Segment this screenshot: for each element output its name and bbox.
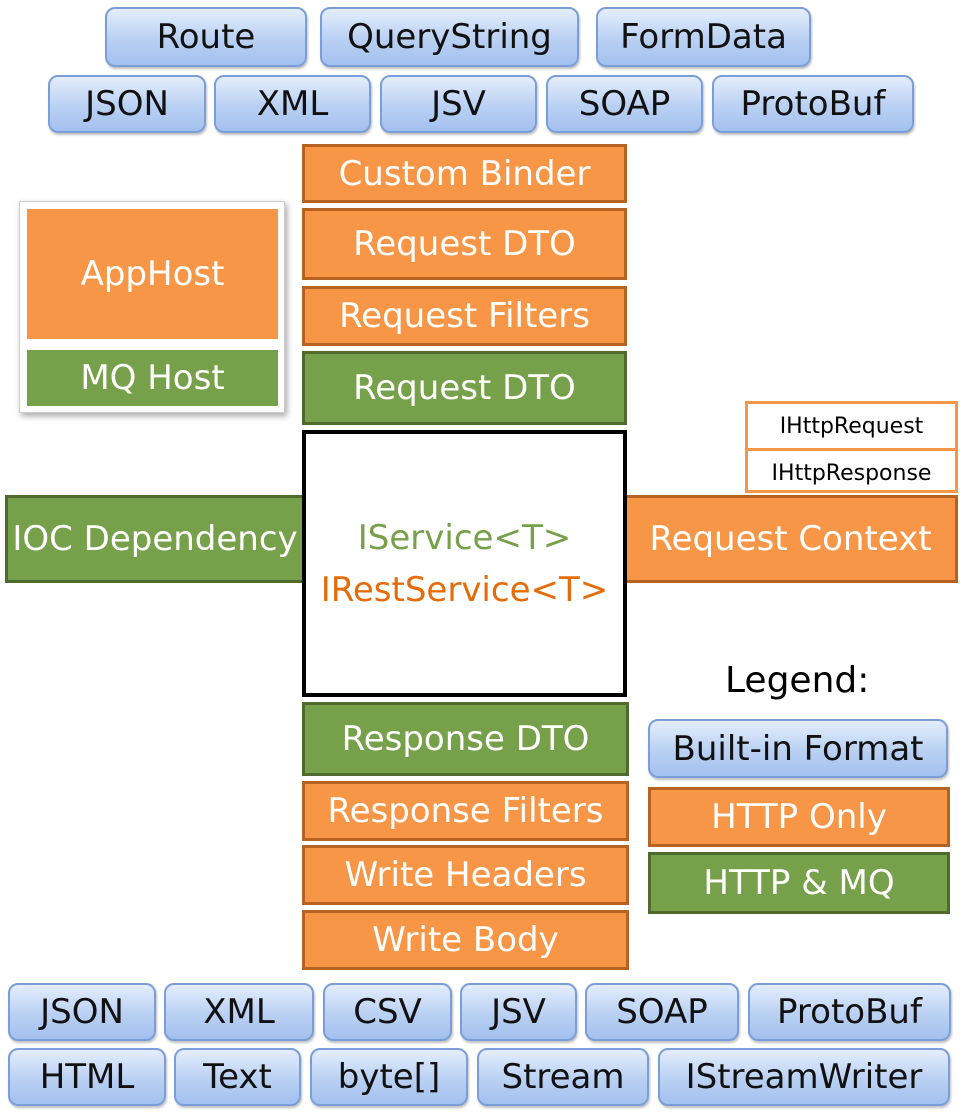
irestservice-label: IRestService<T> — [320, 569, 609, 610]
legend-built-in-format: Built-in Format — [648, 719, 948, 778]
output-format-jsv: JSV — [460, 983, 577, 1041]
mq-host: MQ Host — [27, 350, 278, 406]
app-host: AppHost — [27, 209, 278, 339]
output-format-csv: CSV — [323, 983, 452, 1041]
request-context-items: IHttpRequest IHttpResponse — [745, 401, 958, 493]
iservice-label: IService<T> — [357, 517, 572, 558]
ihttprequest: IHttpRequest — [779, 413, 924, 439]
custom-binder: Custom Binder — [302, 144, 627, 203]
ioc-dependency: IOC Dependency — [5, 495, 305, 583]
input-format-formdata: FormData — [596, 7, 811, 67]
input-format-route: Route — [105, 7, 307, 67]
output-format-stream: Stream — [477, 1048, 649, 1106]
legend-http-and-mq: HTTP & MQ — [648, 852, 950, 914]
legend-title: Legend: — [725, 660, 870, 701]
request-dto-http: Request DTO — [302, 208, 627, 280]
output-format-protobuf: ProtoBuf — [748, 983, 951, 1041]
input-format-soap: SOAP — [546, 75, 703, 133]
response-filters: Response Filters — [302, 781, 629, 841]
response-dto: Response DTO — [302, 702, 629, 776]
legend-http-only: HTTP Only — [648, 787, 950, 847]
output-format-istreamwriter: IStreamWriter — [658, 1048, 950, 1106]
output-format-html: HTML — [8, 1048, 166, 1106]
request-dto-mq: Request DTO — [302, 351, 627, 425]
input-format-jsv: JSV — [380, 75, 537, 133]
input-format-xml: XML — [214, 75, 371, 133]
ihttpresponse: IHttpResponse — [748, 448, 955, 495]
write-body: Write Body — [302, 910, 629, 970]
write-headers: Write Headers — [302, 845, 629, 905]
output-format-text: Text — [174, 1048, 301, 1106]
output-format-xml: XML — [164, 983, 314, 1041]
input-format-protobuf: ProtoBuf — [712, 75, 914, 133]
request-filters: Request Filters — [302, 286, 627, 346]
input-format-json: JSON — [48, 75, 206, 133]
input-format-querystring: QueryString — [320, 7, 579, 67]
request-context: Request Context — [623, 495, 958, 583]
host-panel: AppHost MQ Host — [19, 201, 285, 413]
output-format-soap: SOAP — [585, 983, 739, 1041]
output-format-bytes: byte[] — [310, 1048, 468, 1106]
output-format-json: JSON — [8, 983, 156, 1041]
service-box: IService<T> IRestService<T> — [302, 430, 627, 697]
